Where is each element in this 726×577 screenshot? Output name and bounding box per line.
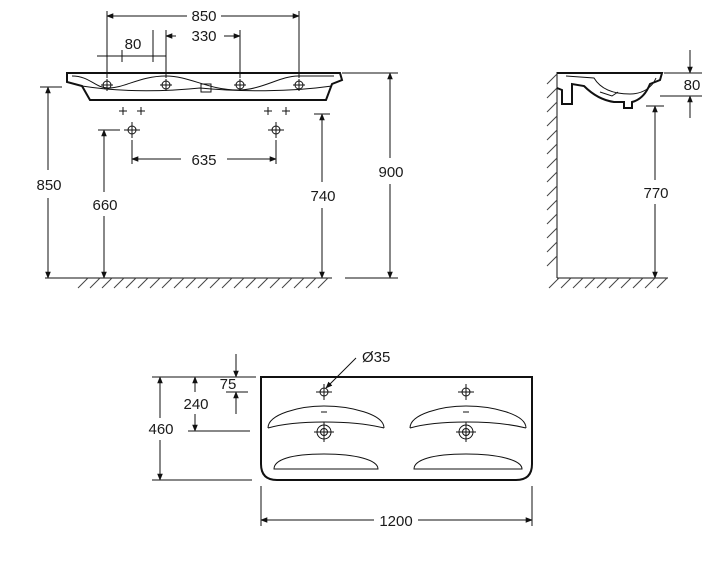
dim-side-height: 770 [643,185,668,202]
plan-view: Ø35 75 240 460 1200 [148,349,533,530]
side-basin-profile [556,72,664,109]
side-wall-hatch [546,73,558,267]
dim-plan-depth: 460 [148,421,173,438]
dim-plan-tap-hole-diameter: Ø35 [362,349,390,366]
dim-front-tap-offset: 80 [125,36,142,53]
side-view: 80 770 [546,50,702,289]
dim-side-depth: 80 [684,77,701,94]
dim-plan-waste-offset: 240 [183,396,208,413]
front-drain-marks [124,122,284,138]
side-floor-hatch [548,277,668,289]
dim-front-total-height: 850 [36,177,61,194]
front-basin [66,72,344,101]
plan-right-bowl [409,384,527,470]
dim-plan-width: 1200 [379,513,412,530]
dim-front-bowl-spacing: 330 [191,28,216,45]
front-floor-hatch [77,277,329,289]
dim-front-overall-width: 850 [191,8,216,25]
front-fixing-marks [119,107,290,115]
front-tap-holes [101,79,305,91]
dim-front-drain-spacing: 635 [191,152,216,169]
dim-front-rim-height: 740 [310,188,335,205]
plan-left-bowl [267,384,385,470]
plan-basin-outline [260,376,533,481]
dim-plan-tap-offset: 75 [220,376,237,393]
front-view: 850 80 330 850 660 635 740 [36,8,404,289]
dim-front-top-height: 900 [378,164,403,181]
dim-front-waste-height: 660 [92,197,117,214]
